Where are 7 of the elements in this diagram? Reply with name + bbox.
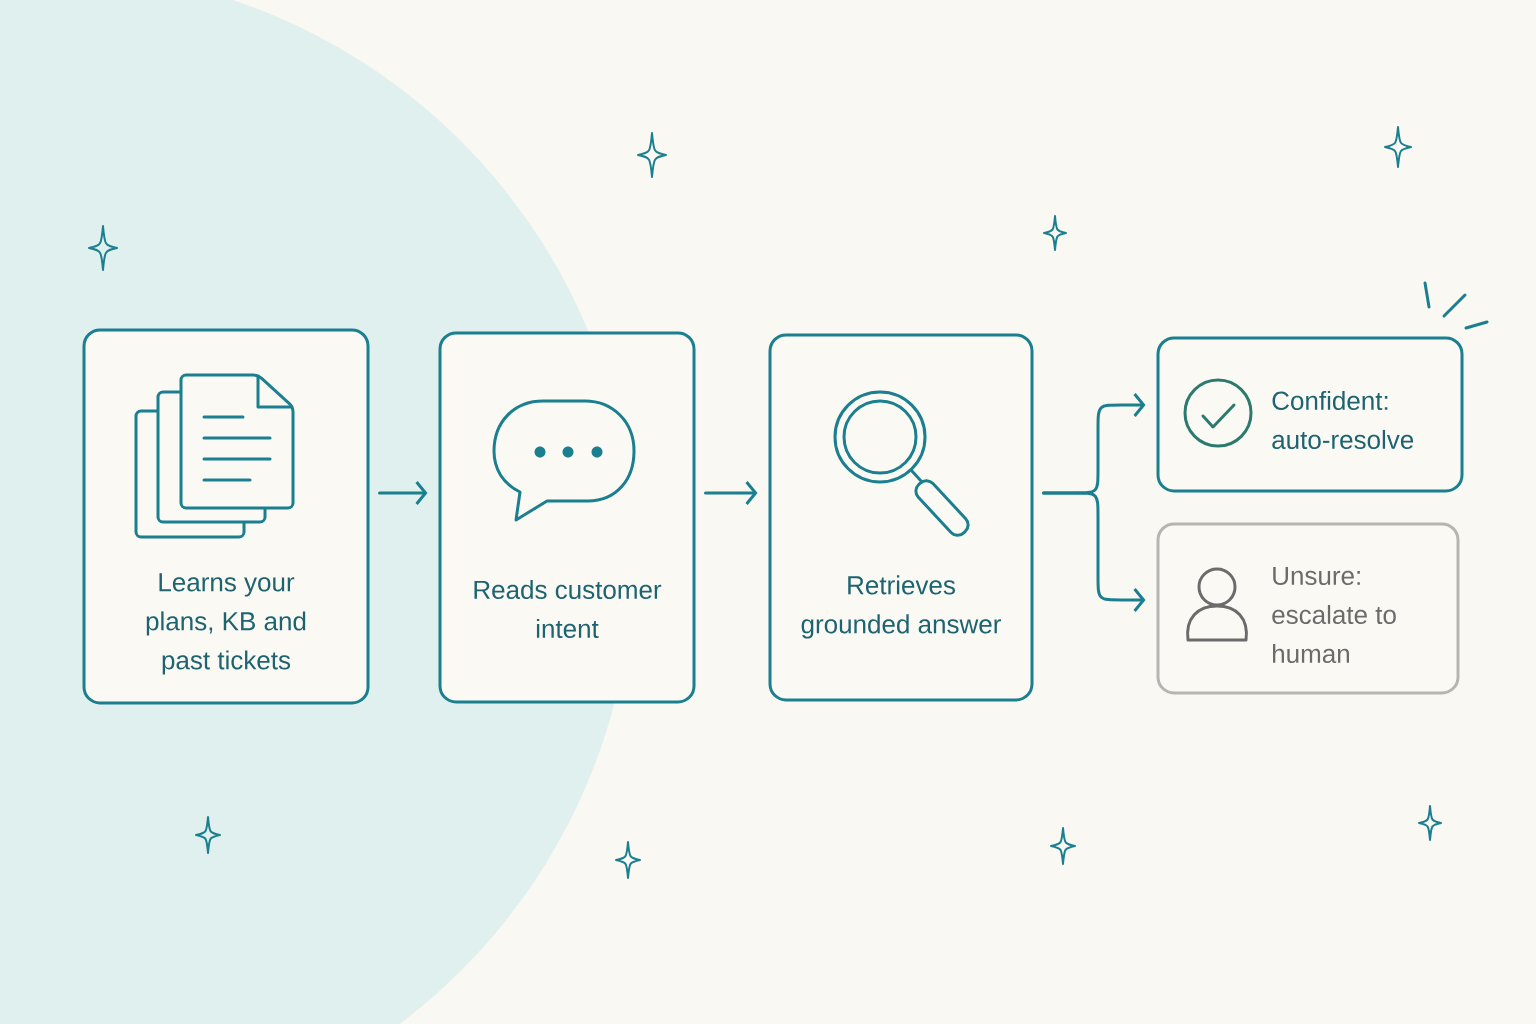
arrow [378,481,428,505]
outcome-box: Unsure: escalate to human [1156,522,1460,695]
process-box: Reads customer intent [438,331,696,704]
process-box: Retrieves grounded answer [768,333,1034,702]
arrow [704,481,758,505]
outcome-box: Confident: auto-resolve [1156,336,1464,493]
arrow [1042,491,1146,612]
